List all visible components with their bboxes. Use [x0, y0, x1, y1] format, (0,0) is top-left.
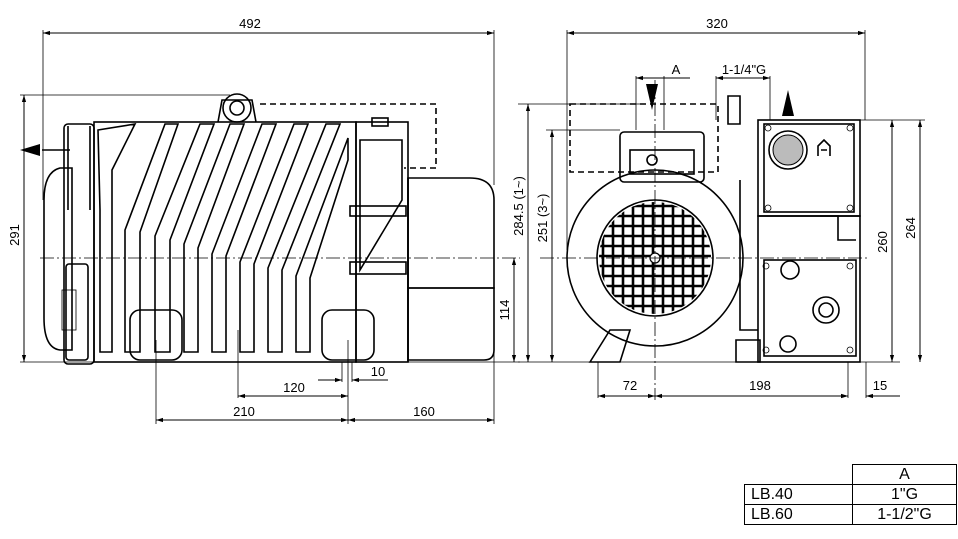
dim-height: 291	[7, 224, 22, 246]
front-view: 320 A 1-1/4"G 284.5 (1~) 251 (3~) 260 26…	[511, 16, 925, 400]
variant-size: 1"G	[852, 484, 957, 505]
dim-foot-width: 10	[371, 364, 385, 379]
dim-height-3ph: 251 (3~)	[535, 194, 550, 243]
drain-plug-icon	[779, 335, 797, 353]
outlet-arrow-icon	[782, 90, 794, 116]
dim-foot-span: 198	[749, 378, 771, 393]
dim-port-thread: 1-1/4"G	[722, 62, 766, 77]
side-view: 492 291 114 120 10 210 160	[7, 16, 520, 424]
dim-foot-spacing: 120	[283, 380, 305, 395]
inlet-arrow-icon	[646, 84, 658, 110]
dim-flange-total: 264	[903, 217, 918, 239]
dim-flange-height: 260	[875, 231, 890, 253]
oil-sight-glass-icon	[812, 296, 840, 324]
dim-overall-length: 492	[239, 16, 261, 31]
table-row: LB.40 1"G	[744, 484, 957, 505]
dim-a-label: A	[672, 62, 681, 77]
variant-table: A LB.40 1"G LB.60 1-1/2"G	[744, 464, 957, 525]
variant-table-header-a: A	[852, 464, 957, 485]
dim-height-1ph: 284.5 (1~)	[511, 176, 526, 236]
dim-foot-to-end: 160	[413, 404, 435, 419]
dim-foot-offset: 72	[623, 378, 637, 393]
variant-model: LB.60	[744, 504, 853, 525]
variant-model: LB.40	[744, 484, 853, 505]
dim-overall-width: 320	[706, 16, 728, 31]
dim-shaft-height: 114	[497, 300, 512, 321]
variant-table-header: A	[744, 464, 957, 485]
variant-size: 1-1/2"G	[852, 504, 957, 525]
table-row: LB.60 1-1/2"G	[744, 504, 957, 525]
cooling-fins	[97, 122, 349, 353]
dim-foot-to-foot: 210	[233, 404, 255, 419]
dim-flange-offset: 15	[873, 378, 887, 393]
exhaust-filter-icon	[768, 130, 808, 170]
